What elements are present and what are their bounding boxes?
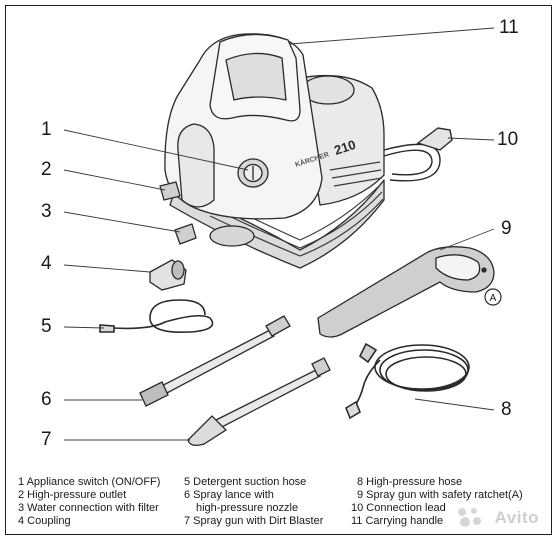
callout-7: 7 [41, 429, 52, 450]
callout-10: 10 [497, 129, 519, 150]
spray-gun [317, 246, 495, 338]
leader-lines [63, 27, 495, 441]
machine-badge: 210 [332, 137, 357, 158]
callout-11: 11 [499, 17, 519, 38]
watermark: Avito [494, 508, 539, 527]
legend-item-5: 5 Detergent suction hose [184, 476, 307, 488]
dirt-blaster-lance [187, 357, 331, 446]
pressure-washer-diagram: 210 KÄRCHER A [63, 27, 502, 446]
callout-9: 9 [501, 218, 512, 239]
legend-item-9: 9 Spray gun with safety ratchet(A) [357, 489, 523, 501]
detergent-suction-hose [99, 299, 214, 334]
legend-item-3: 3 Water connection with filter [18, 502, 159, 514]
ratchet-marker: A [490, 293, 497, 304]
callout-5: 5 [41, 316, 52, 337]
pressure-washer-unit [159, 33, 385, 269]
callout-2: 2 [41, 159, 52, 180]
legend-item-11: 11 Carrying handle [351, 515, 444, 527]
coupling [149, 259, 187, 291]
callout-3: 3 [41, 201, 52, 222]
legend-item-2: 2 High-pressure outlet [18, 489, 127, 501]
legend-item-6-cont: high-pressure nozzle [196, 502, 299, 514]
legend-item-8: 8 High-pressure hose [357, 476, 463, 488]
callout-1: 1 [41, 119, 52, 140]
high-pressure-hose [345, 342, 470, 420]
spray-lance [139, 315, 291, 407]
connection-lead [383, 127, 453, 182]
legend-item-4: 4 Coupling [18, 515, 71, 527]
callout-6: 6 [41, 389, 52, 410]
legend-item-10: 10 Connection lead [351, 502, 446, 514]
watermark-logo-icon [458, 508, 481, 527]
diagram-frame [5, 5, 552, 535]
legend-item-1: 1 Appliance switch (ON/OFF) [18, 476, 161, 488]
callout-8: 8 [501, 399, 512, 420]
ratchet-marker-circle [484, 288, 502, 306]
legend-item-6: 6 Spray lance with [184, 489, 274, 501]
legend-item-7: 7 Spray gun with Dirt Blaster [184, 515, 324, 527]
callout-4: 4 [41, 253, 52, 274]
